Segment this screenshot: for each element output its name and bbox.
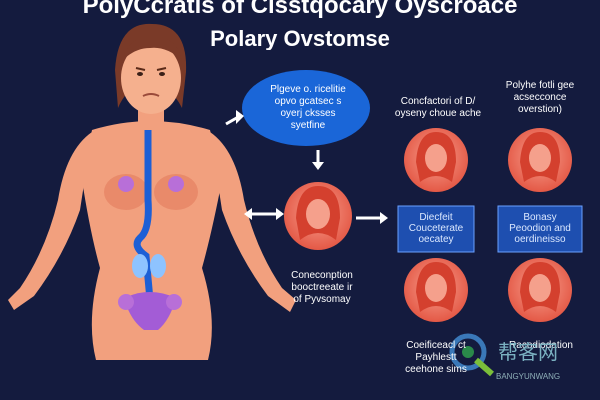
- vessel: [133, 130, 154, 301]
- page-title: PolyCcratis of Cisstqocary Oyscroace: [82, 0, 518, 18]
- kidney-right: [150, 254, 166, 278]
- label-bottom-right-1: Coeificeacl ct Payhlestt ceehone sims: [405, 340, 467, 375]
- box-left: [397, 205, 475, 253]
- watermark-text: 帮客网: [498, 342, 558, 364]
- label-top-mid: Concfactori of D/ oyseny choue ache: [394, 96, 482, 119]
- right-arm: [210, 132, 296, 312]
- bubble-label: Plgeve o. ricelitie opvo gcatsec s oyerj…: [270, 84, 346, 131]
- watermark-subtext: BANGYUNWANG: [496, 372, 561, 381]
- left-arm: [8, 132, 92, 310]
- face-circle-bottom-mid: [404, 258, 468, 322]
- box-right-label: Bonasy Peoodion and oerdineisso: [509, 212, 571, 245]
- kidney-left: [132, 254, 148, 278]
- center-bubble: [242, 70, 370, 146]
- body-figure: [8, 23, 296, 360]
- box-left-label: Diecfeit Couceterate oecatey: [408, 212, 464, 245]
- label-top-right: Polyhe fotli gee acsecconce overstion): [505, 80, 575, 115]
- label-center-bottom: Coneconption booctreeate ir of Pyvsomay: [291, 270, 353, 305]
- page-subtitle: Polary Ovstomse: [210, 28, 390, 50]
- face-circle-top-right: [508, 128, 572, 192]
- label-bottom-right-2: Racodiodation: [509, 340, 573, 351]
- watermark-logo: [449, 333, 494, 377]
- face-circle-bottom-right: [508, 258, 572, 322]
- face-circle-top-mid: [404, 128, 468, 192]
- head: [121, 42, 181, 114]
- arrows: [225, 110, 388, 224]
- face-circle-center: [284, 182, 352, 250]
- uterus: [124, 292, 176, 330]
- box-right: [497, 205, 583, 253]
